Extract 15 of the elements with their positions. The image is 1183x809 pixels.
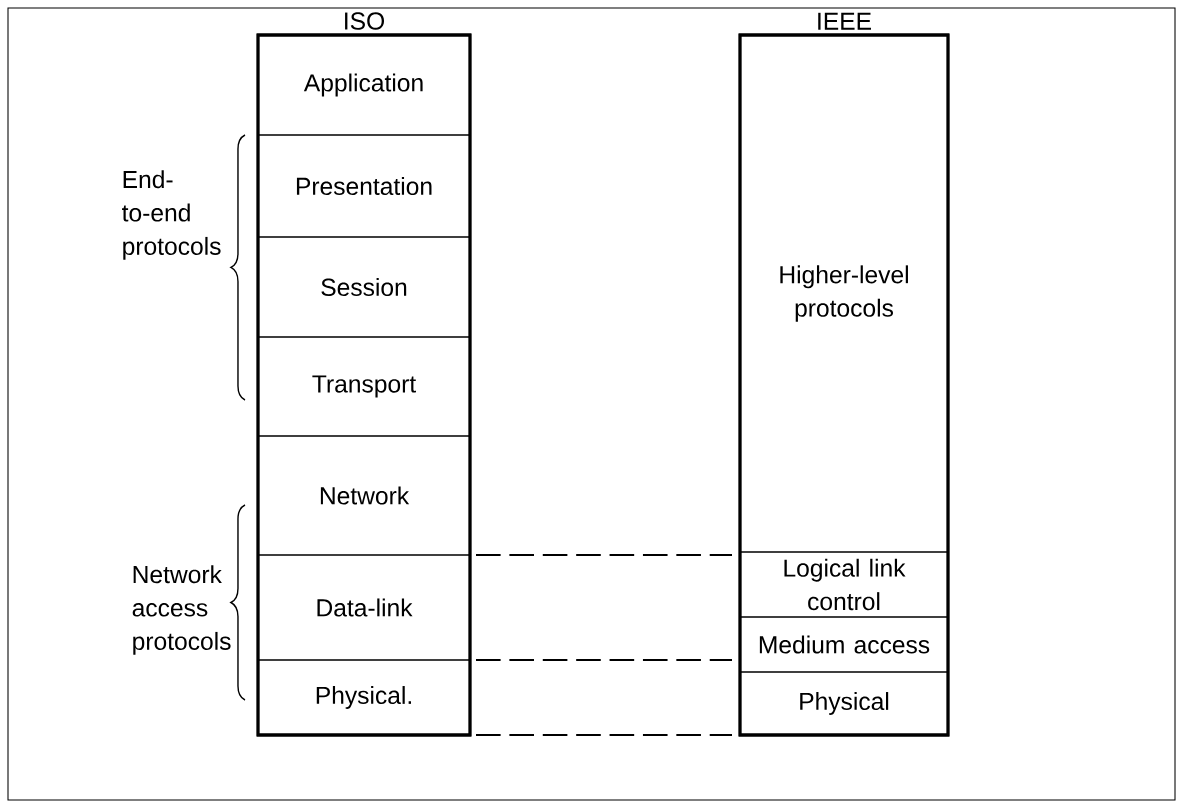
layer-box: Medium access xyxy=(739,616,949,673)
node-label: ISO xyxy=(345,12,385,30)
node-label: Higher-level protocols xyxy=(780,265,908,322)
node-label: Application xyxy=(303,73,423,97)
layer-box: Logical link control xyxy=(739,551,949,618)
layer-box: Network xyxy=(257,435,471,556)
side-label: End-to-end protocols xyxy=(122,170,221,260)
layer-box: Physical. xyxy=(257,659,471,736)
layer-box: Presentation xyxy=(257,134,471,238)
side-label: Network access protocols xyxy=(132,565,231,655)
layer-box: Session xyxy=(257,236,471,338)
layer-box: Transport xyxy=(257,336,471,437)
node-label: IEEE xyxy=(818,12,871,30)
layer-box: Data-link xyxy=(257,554,471,661)
layer-box: Physical xyxy=(739,671,949,736)
